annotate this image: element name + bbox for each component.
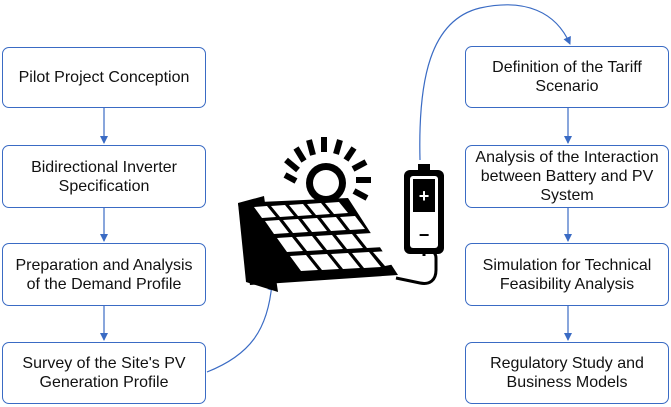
step-tariff-scenario-definition: Definition of the Tariff Scenario bbox=[465, 46, 669, 108]
step-bidirectional-inverter-specification: Bidirectional Inverter Specification bbox=[2, 145, 206, 208]
step-regulatory-study-business-models: Regulatory Study and Business Models bbox=[465, 342, 669, 404]
step-pilot-project-conception: Pilot Project Conception bbox=[2, 47, 206, 108]
step-battery-pv-interaction-analysis: Analysis of the Interaction between Batt… bbox=[465, 145, 669, 208]
sun-icon bbox=[283, 137, 371, 203]
step-pv-generation-survey: Survey of the Site's PV Generation Profi… bbox=[2, 342, 206, 404]
step-demand-profile-analysis: Preparation and Analysis of the Demand P… bbox=[2, 243, 206, 306]
arrow-battery-to-right bbox=[419, 4, 571, 161]
solar-panel-icon bbox=[238, 196, 398, 292]
step-technical-feasibility-simulation: Simulation for Technical Feasibility Ana… bbox=[465, 243, 669, 306]
arrow-left-to-panel bbox=[206, 282, 276, 373]
battery-icon: + − bbox=[404, 164, 444, 254]
battery-minus-sign: − bbox=[419, 225, 430, 245]
cable bbox=[395, 248, 438, 285]
battery-plus-sign: + bbox=[419, 186, 430, 206]
